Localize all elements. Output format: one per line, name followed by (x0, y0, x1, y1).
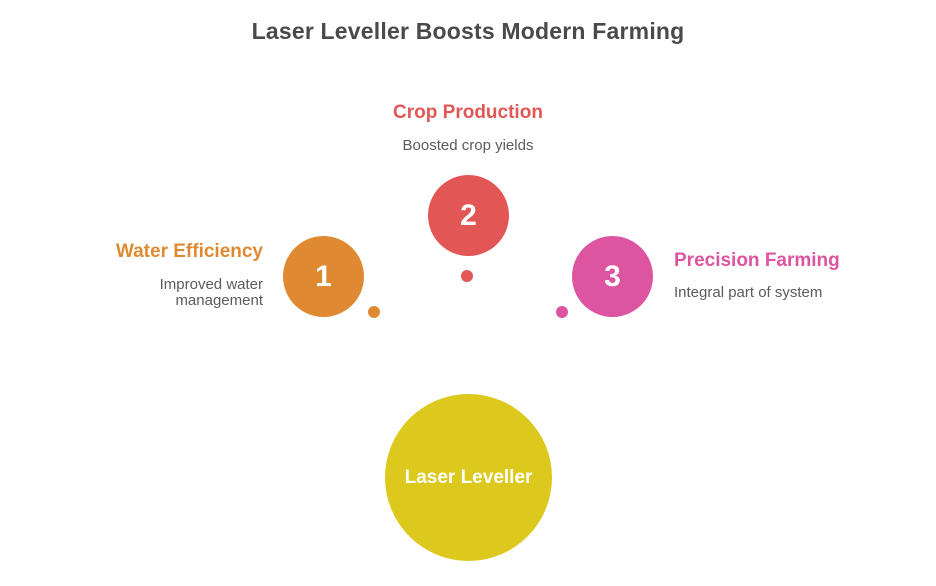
step-circle-2: 2 (428, 175, 509, 256)
step-number-1: 1 (315, 259, 332, 293)
item-heading-crop-production: Crop Production (393, 102, 543, 123)
step-circle-1: 1 (283, 236, 364, 317)
trail-dot-3 (556, 306, 568, 318)
center-circle: Laser Leveller (385, 394, 552, 561)
item-description-water-efficiency: Improved water management (159, 276, 263, 309)
step-number-2: 2 (460, 198, 477, 232)
item-description-precision-farming: Integral part of system (674, 284, 823, 301)
item-description-crop-production: Boosted crop yields (402, 137, 534, 154)
item-heading-precision-farming: Precision Farming (674, 250, 840, 271)
page-title: Laser Leveller Boosts Modern Farming (251, 18, 685, 44)
center-label: Laser Leveller (404, 466, 533, 488)
trail-dot-2 (461, 270, 473, 282)
trail-dot-1 (368, 306, 380, 318)
step-number-3: 3 (604, 259, 621, 293)
item-heading-water-efficiency: Water Efficiency (115, 241, 263, 262)
step-circle-3: 3 (572, 236, 653, 317)
